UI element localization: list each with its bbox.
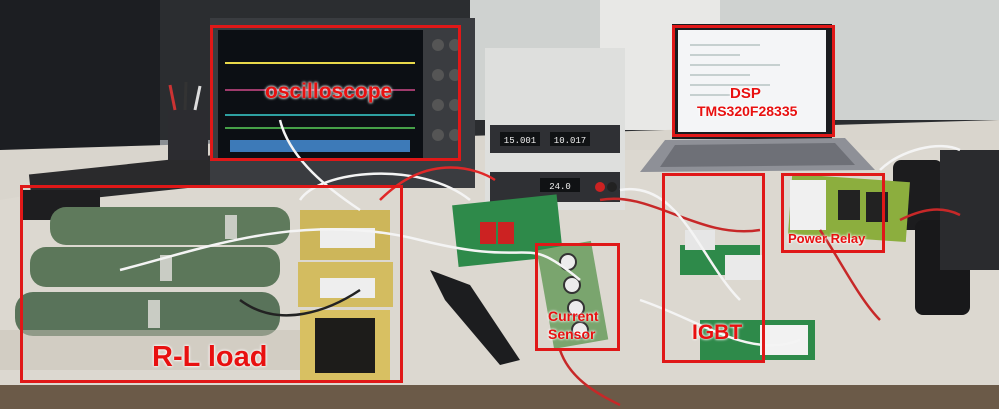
igbt-label: IGBT bbox=[692, 321, 743, 344]
rl-load-box bbox=[20, 185, 403, 383]
svg-text:10.017: 10.017 bbox=[554, 136, 586, 146]
power-relay-box bbox=[781, 173, 885, 253]
current-sensor-box bbox=[535, 243, 620, 351]
dsp-label-line2: TMS320F28335 bbox=[697, 103, 798, 119]
igbt-box bbox=[662, 173, 765, 363]
svg-text:24.0: 24.0 bbox=[549, 182, 571, 192]
oscilloscope-label: oscilloscope bbox=[265, 80, 393, 103]
svg-text:15.001: 15.001 bbox=[504, 136, 536, 146]
oscilloscope-box bbox=[210, 25, 461, 161]
current-sensor-label-line1: Current bbox=[548, 308, 599, 324]
power-relay-label: Power Relay bbox=[788, 231, 866, 246]
dsp-label-line1: DSP bbox=[730, 85, 761, 102]
rl-load-label: R-L load bbox=[152, 341, 268, 373]
current-sensor-label-line2: Sensor bbox=[548, 326, 596, 342]
dsp-box bbox=[672, 25, 835, 137]
